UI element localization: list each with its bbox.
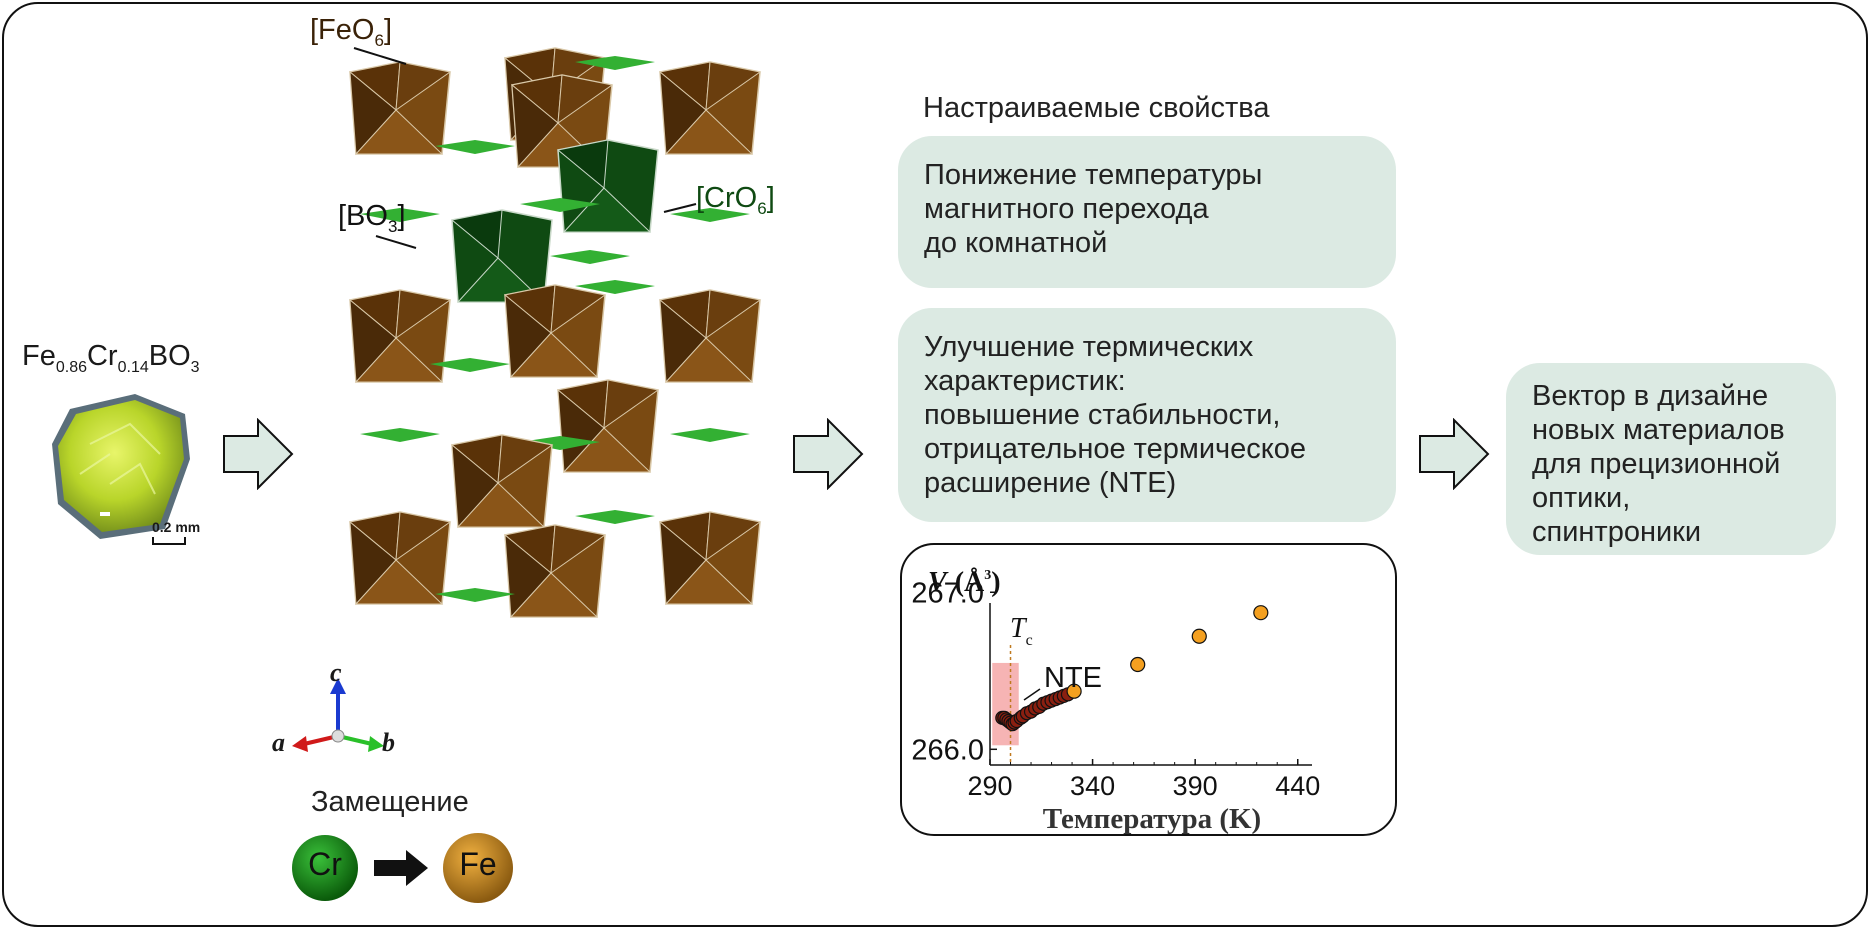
property-line: Понижение температуры — [924, 159, 1263, 191]
data-point — [1066, 683, 1082, 699]
data-point — [1191, 628, 1207, 644]
property-line: Улучшение термических — [924, 331, 1254, 363]
property-box-thermal: Улучшение термических характеристик: пов… — [898, 308, 1396, 522]
cro6-pointer — [663, 203, 697, 213]
bo3-pointer — [375, 235, 417, 249]
axes-triad — [292, 678, 384, 752]
scale-tick — [152, 537, 186, 545]
property-line: повышение стабильности, — [924, 399, 1281, 431]
x-tick-label: 440 — [1275, 771, 1320, 801]
scale-bar: 0.2 mm — [152, 519, 200, 545]
outcome-line: для прецизионной — [1532, 448, 1781, 480]
property-line: расширение (NTE) — [924, 467, 1177, 499]
data-point — [1253, 605, 1269, 621]
cr-atom — [292, 835, 358, 901]
data-point — [1130, 656, 1146, 673]
properties-heading: Настраиваемые свойства — [923, 92, 1270, 124]
y-tick-label: 267.0 — [911, 577, 984, 609]
x-tick-label: 340 — [1070, 771, 1115, 801]
volume-chart-frame — [900, 543, 1397, 836]
crystal-image — [52, 394, 190, 539]
x-tick-label: 290 — [967, 771, 1012, 801]
axis-a-label: a — [272, 728, 285, 757]
y-tick-label: 266.0 — [911, 734, 984, 766]
scale-label: 0.2 mm — [152, 519, 201, 535]
axis-b-label: b — [382, 728, 395, 757]
property-box-transition: Понижение температуры магнитного переход… — [898, 136, 1396, 288]
arrow-right-icon — [1419, 418, 1490, 490]
x-axis-label: Температура (K) — [1043, 803, 1261, 835]
cr-atom-label: Cr — [308, 846, 342, 882]
fe-atom-label: Fe — [459, 846, 497, 882]
property-line: отрицательное термическое — [924, 433, 1307, 465]
property-line: магнитного перехода — [924, 193, 1209, 225]
nte-pointer — [1023, 688, 1041, 701]
crystal-formula: Fe0.86Cr0.14BO3 — [22, 340, 200, 376]
outcome-line: спинтроники — [1532, 516, 1702, 548]
nte-label: NTE — [1044, 662, 1102, 694]
outcome-line: новых материалов — [1532, 414, 1785, 446]
property-line: до комнатной — [924, 227, 1108, 259]
fe-atom — [443, 833, 513, 903]
cro6-label: [CrO6] — [696, 182, 775, 218]
nte-region — [992, 662, 1019, 746]
outcome-line: Вектор в дизайне — [1532, 380, 1769, 412]
axis-c-label: c — [330, 658, 342, 687]
substitution-title: Замещение — [311, 786, 469, 818]
crystal-structure — [349, 47, 761, 618]
volume-chart: 290 340 390 440 266.0 267.0 NTE Tc V(Å3) Тем… — [911, 567, 1320, 835]
outcome-line: оптики, — [1532, 482, 1631, 514]
substitution-arrow-icon — [374, 850, 428, 886]
substitution-diagram — [292, 833, 513, 903]
property-line: характеристик: — [924, 365, 1126, 397]
y-axis-label: V(Å3) — [928, 567, 1001, 598]
outcome-box: Вектор в дизайне новых материалов для пр… — [1506, 363, 1836, 555]
arrow-right-icon — [793, 418, 864, 490]
tc-label: Tc — [1010, 613, 1033, 649]
arrow-right-icon — [223, 418, 294, 490]
feo6-label: [FeO6] — [310, 14, 392, 50]
feo6-pointer — [353, 47, 407, 65]
x-tick-label: 390 — [1173, 771, 1218, 801]
bo3-label: [BO3] — [338, 200, 406, 236]
